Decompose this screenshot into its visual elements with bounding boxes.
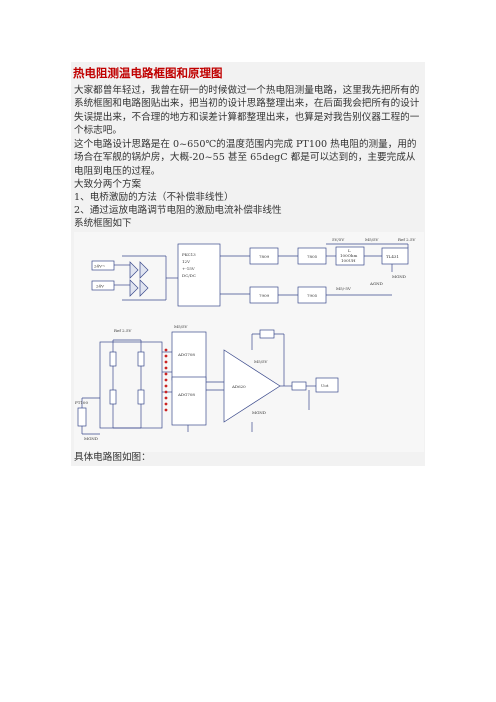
label-15v: +-15V	[182, 266, 195, 271]
system-block-diagram: 24V~ 24V PKC13 12V +-15V DC/DC 7809 7805…	[74, 232, 424, 452]
label-pkc13: PKC13	[182, 252, 196, 257]
label-tl431: TL431	[386, 254, 399, 259]
label-12v: 12V	[182, 259, 190, 264]
label-mgnd: MGND	[392, 274, 406, 279]
label-pt100: PT100	[75, 400, 88, 405]
schemes-heading: 大致分两个方案	[74, 179, 142, 190]
label-l: L	[348, 248, 351, 253]
label-7909: 7909	[259, 293, 270, 298]
label-uout: Uot	[321, 383, 329, 388]
label-adg708-2: ADG708	[177, 392, 195, 397]
label-dcdc: DC/DC	[182, 273, 196, 278]
circuit-caption: 具体电路图如图：	[74, 452, 151, 463]
label-mgnd-amp: MGND	[252, 410, 266, 415]
scheme-2: 2、通过运放电路调节电阻的激励电流补偿非线性	[74, 205, 282, 216]
label-100uh: 100UH	[341, 258, 356, 263]
label-m-5v: M5/-5V	[336, 286, 351, 291]
design-paragraph: 这个电路设计思路是在 0~650℃的温度范围内完成 PT100 热电阻的测量，用…	[74, 139, 417, 177]
label-24v: 24V	[96, 284, 104, 289]
article-title: 热电阻测温电路框图和原理图	[73, 66, 223, 80]
label-ref25-bridge: Ref 2.5V	[114, 328, 131, 333]
scheme-1: 1、电桥激励的方法（不补偿非线性）	[74, 192, 234, 203]
label-24v-ac: 24V~	[94, 264, 105, 269]
label-m5v: M5/5V	[365, 237, 379, 242]
label-100ohm: 100Ohm	[340, 253, 357, 258]
label-ad620: AD620	[231, 384, 246, 389]
intro-paragraph: 大家都曾年轻过，我曾在研一的时候做过一个热电阻测量电路，这里我先把所有的系统框图…	[74, 85, 420, 136]
label-mgnd-bridge: MGND	[84, 436, 98, 441]
label-7905: 7905	[307, 293, 318, 298]
label-agnd: AGND	[369, 281, 383, 286]
label-5v5v: 5V/5V	[332, 237, 344, 242]
label-adg708-1: ADG708	[177, 352, 195, 357]
diagram-caption: 系统框图如下	[74, 218, 132, 229]
label-7805: 7805	[307, 254, 318, 259]
label-7809: 7809	[259, 254, 270, 259]
label-ref25: Ref 2.5V	[398, 237, 415, 242]
label-m5v-amp: M5/5V	[254, 359, 268, 364]
label-m5v-bridge: M5/5V	[174, 324, 188, 329]
